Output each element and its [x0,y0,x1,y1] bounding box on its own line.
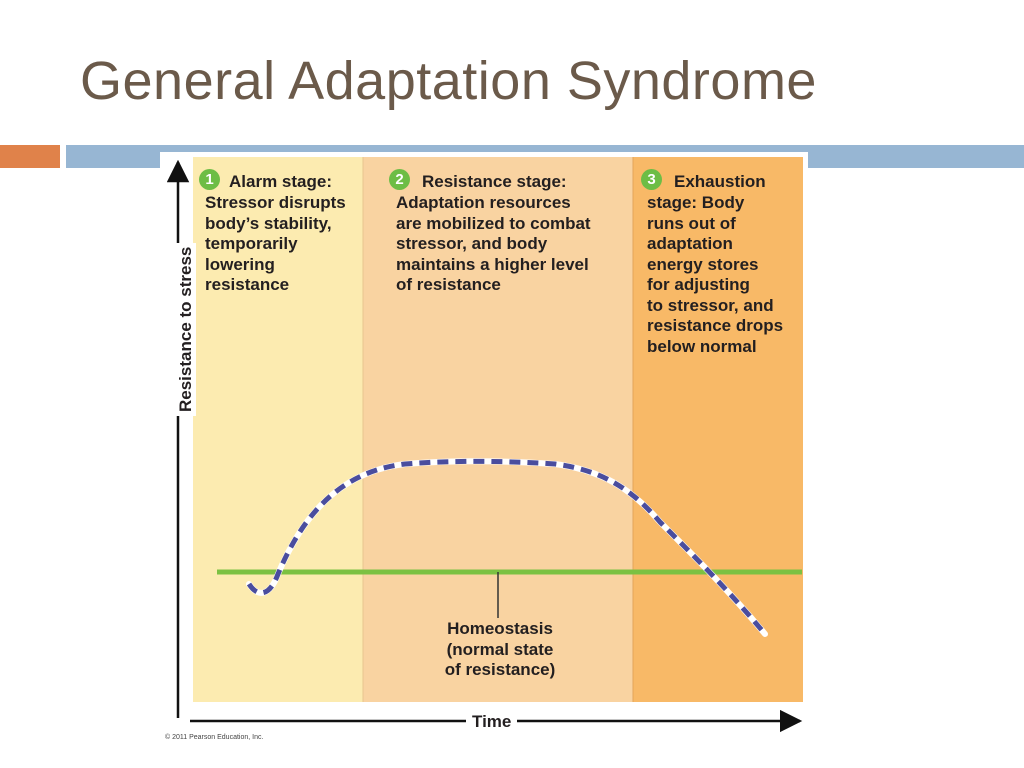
stage-3-description: stage: Body runs out of adaptation energ… [647,193,784,356]
homeostasis-label: Homeostasis (normal state of resistance) [444,619,556,679]
stage-2-description: Adaptation resources are mobilized to co… [396,193,591,294]
copyright-notice: © 2011 Pearson Education, Inc. [165,734,264,741]
slide-title: General Adaptation Syndrome [80,51,817,111]
resistance-curve [246,458,767,636]
gas-diagram: 1 Alarm stage: Stressor disrupts body’s … [160,152,808,748]
stage-2-badge: 2 [389,169,410,190]
alarm-stage-region [193,157,363,702]
diagram-graphic [166,157,803,733]
stage-1-badge: 1 [199,169,220,190]
y-axis-label: Resistance to stress [176,242,196,416]
stage-1-description: Stressor disrupts body’s stability, temp… [205,193,346,294]
stage-3-badge: 3 [641,169,662,190]
accent-bar-orange [0,145,60,168]
stage-2-heading: Resistance stage: [422,172,567,191]
exhaustion-stage-region [633,157,803,702]
stage-3-heading: Exhaustion [674,172,766,191]
stage-1-heading: Alarm stage: [229,172,332,191]
x-axis-label: Time [466,712,518,732]
